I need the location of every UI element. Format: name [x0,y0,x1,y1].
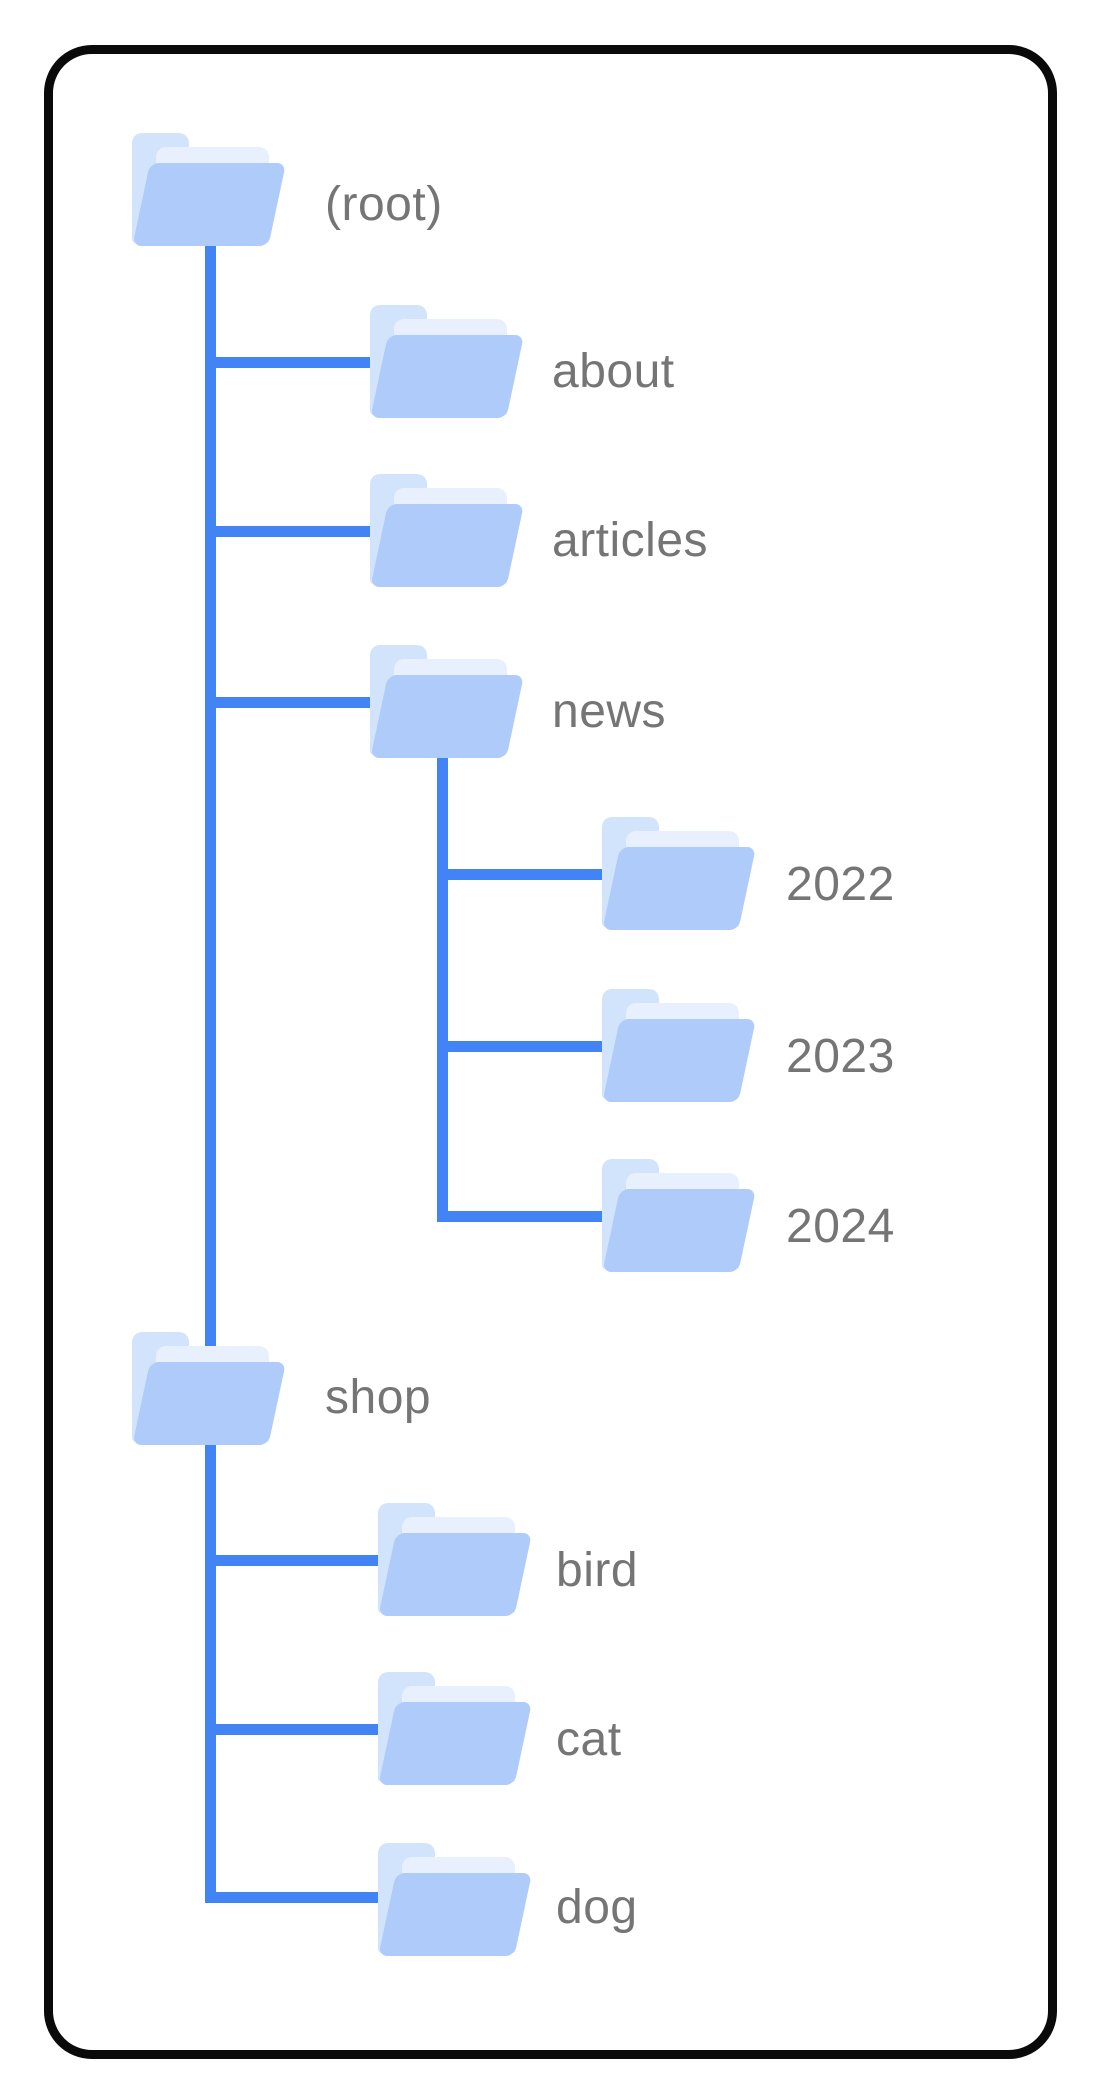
node-label-news: news [552,685,667,738]
tree-connector-bird [205,1555,389,1566]
node-label-2023: 2023 [786,1030,895,1083]
folder-front-flap [370,504,524,587]
tree-connector-news [205,697,385,708]
folder-front-flap [602,1189,756,1272]
folder-front-flap [370,335,524,418]
tree-connector-cat [205,1724,389,1735]
node-label-shop: shop [325,1371,432,1424]
folder-front-flap [602,1019,756,1102]
folder-icon-root [132,133,286,246]
folder-front-flap [370,675,524,758]
folder-front-flap [132,1362,286,1445]
folder-front-flap [132,163,286,246]
diagram-card-border [44,45,1057,2059]
tree-trunk-root [205,240,216,1903]
folder-front-flap [602,847,756,930]
folder-icon-news [370,645,524,758]
tree-connector-2024 [437,1211,612,1222]
tree-connector-dog [205,1892,389,1903]
folder-icon-articles [370,474,524,587]
folder-icon-cat [378,1672,532,1785]
folder-front-flap [378,1533,532,1616]
node-label-root: (root) [325,178,443,231]
folder-icon-2024 [602,1159,756,1272]
folder-icon-about [370,305,524,418]
node-label-cat: cat [556,1713,622,1766]
node-label-articles: articles [552,514,709,567]
tree-connector-2023 [437,1041,612,1052]
tree-connector-2022 [437,869,612,880]
node-label-2024: 2024 [786,1200,895,1253]
node-label-about: about [552,345,675,398]
folder-icon-shop [132,1332,286,1445]
folder-icon-2022 [602,817,756,930]
node-label-dog: dog [556,1881,638,1934]
node-label-bird: bird [556,1544,639,1597]
folder-front-flap [378,1873,532,1956]
folder-icon-dog [378,1843,532,1956]
tree-trunk-news [437,753,448,1222]
folder-front-flap [378,1702,532,1785]
folder-icon-bird [378,1503,532,1616]
node-label-2022: 2022 [786,858,895,911]
tree-connector-about [205,357,385,368]
tree-connector-articles [205,526,385,537]
folder-icon-2023 [602,989,756,1102]
